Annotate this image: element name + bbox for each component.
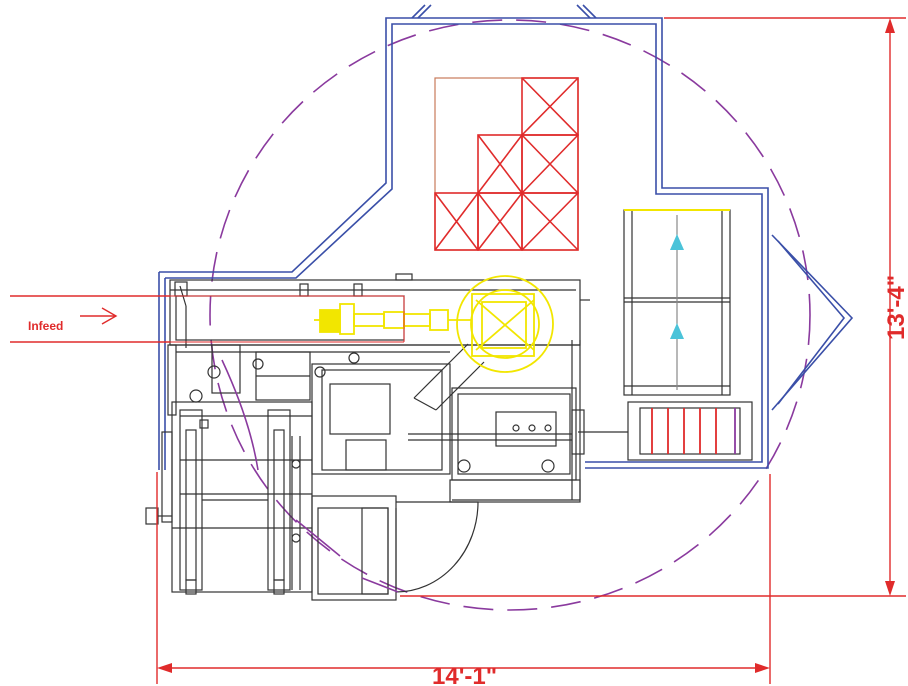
infeed-label: Infeed [28,319,63,333]
width-dimension-label: 14'-1" [432,663,497,686]
pallet-stack [434,77,579,251]
infeed-arrow-icon [80,307,118,325]
reel-feeder [145,401,313,595]
motor-housing [311,495,479,601]
dimension-height [400,17,906,597]
robot-arm [314,275,554,373]
infeed-lines [10,295,405,343]
height-dimension-label: 13'-4" [883,275,908,340]
robot-reach-envelope [209,19,811,611]
outfeed-conveyor [623,209,731,396]
safety-enclosure [158,4,854,470]
flow-arrow-icon [670,234,684,339]
robot-path-arc [221,359,399,593]
roller-section [571,401,753,461]
dimension-width [156,472,771,684]
